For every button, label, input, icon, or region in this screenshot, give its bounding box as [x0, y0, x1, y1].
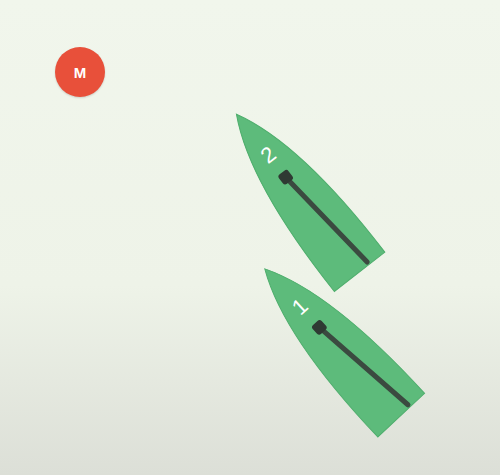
mast	[311, 319, 328, 336]
boat-hull	[210, 94, 385, 292]
hull-shape	[241, 247, 424, 437]
boom	[286, 170, 367, 270]
mast	[277, 169, 294, 186]
hull-shape	[211, 94, 385, 291]
mark-buoy: M	[55, 47, 105, 97]
boom	[319, 319, 408, 413]
sailboat: 2	[210, 94, 385, 292]
mark-letter: M	[74, 64, 87, 81]
